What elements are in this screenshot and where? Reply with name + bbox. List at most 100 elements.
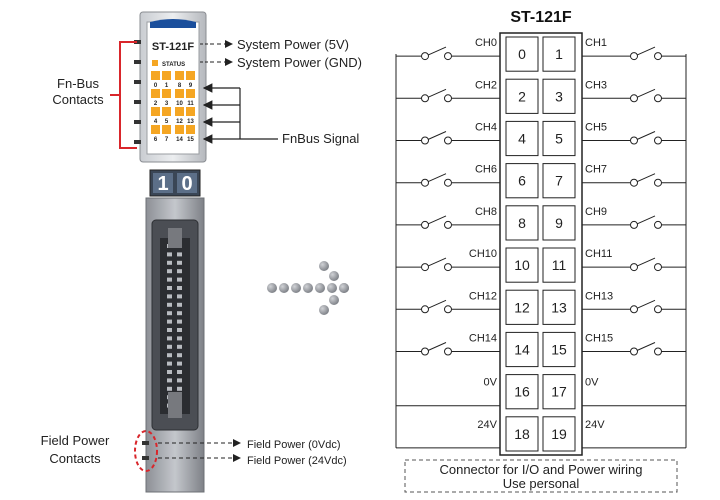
- terminal-number-right: 1: [555, 46, 563, 62]
- socket-pin: [167, 286, 172, 290]
- channel-label-left: 0V: [484, 377, 498, 389]
- socket-pin: [177, 386, 182, 391]
- socket-pin: [167, 370, 172, 374]
- led-indicator: [151, 71, 160, 80]
- field-power-0v-label: Field Power (0Vdc): [247, 439, 341, 451]
- switch-contact: [444, 178, 452, 187]
- switch-contact: [654, 347, 662, 356]
- socket-pin: [167, 269, 172, 274]
- channel-label-right: CH9: [585, 206, 607, 218]
- socket-pin: [167, 260, 172, 265]
- led-number: 11: [187, 101, 194, 107]
- switch-lever: [636, 299, 656, 309]
- terminal-number-left: 6: [518, 173, 526, 189]
- terminal-cell-left: [505, 120, 539, 157]
- led-number: 4: [154, 119, 158, 125]
- switch-contact: [654, 52, 662, 61]
- led-number: 1: [165, 83, 169, 89]
- socket-pin: [177, 344, 182, 349]
- connector-note-line2: Use personal: [503, 476, 580, 491]
- channel-label-right: 0V: [585, 377, 599, 389]
- switch-lever: [636, 131, 656, 140]
- switch-lever: [427, 88, 447, 98]
- terminal-cell-left: [505, 331, 539, 368]
- channel-label-left: CH14: [469, 333, 497, 345]
- switch-contact: [444, 136, 452, 145]
- switch-contact: [421, 136, 429, 145]
- arrow-dot: [279, 283, 289, 293]
- led-number: 6: [154, 137, 158, 143]
- led-indicator: [151, 107, 160, 116]
- led-number: 8: [178, 83, 182, 89]
- connector-note-line1: Connector for I/O and Power wiring: [439, 462, 642, 477]
- connector-frame: [499, 32, 583, 456]
- terminal-cell-right: [542, 120, 576, 157]
- switch-lever: [636, 173, 656, 183]
- terminal-number-right: 17: [551, 384, 567, 400]
- socket-pin: [167, 302, 172, 307]
- led-number: 2: [154, 101, 158, 107]
- terminal-number-left: 4: [518, 131, 526, 147]
- switch-contact: [630, 52, 638, 61]
- terminal-number-left: 10: [514, 257, 530, 273]
- led-number: 3: [165, 101, 169, 107]
- field-power-contacts-label-1: Field Power: [41, 433, 110, 448]
- field-power-contacts-label-2: Contacts: [49, 451, 101, 466]
- switch-contact: [421, 347, 429, 356]
- terminal-number-right: 11: [552, 257, 567, 273]
- terminal-number-left: 8: [518, 215, 526, 231]
- terminal-cell-left: [505, 78, 539, 114]
- connector-note-box: [404, 459, 678, 493]
- channel-label-left: 24V: [477, 419, 497, 431]
- socket-pin: [167, 361, 172, 366]
- led-indicator: [162, 89, 171, 98]
- socket-pin: [177, 260, 182, 265]
- terminal-number-left: 14: [514, 342, 530, 358]
- channel-label-right: CH5: [585, 122, 607, 134]
- switch-contact: [630, 94, 638, 103]
- socket-pin: [167, 294, 172, 299]
- status-led: [152, 60, 158, 66]
- switch-lever: [427, 299, 447, 309]
- terminal-number-right: 7: [555, 173, 563, 189]
- switch-lever: [427, 131, 447, 140]
- socket-pin: [167, 311, 172, 316]
- switch-lever: [427, 257, 447, 267]
- terminal-cell-right: [542, 374, 576, 410]
- channel-label-right: CH1: [585, 37, 607, 49]
- socket-pin: [167, 252, 172, 257]
- socket-pin: [177, 286, 182, 290]
- led-number: 13: [187, 119, 194, 125]
- switch-lever: [427, 173, 447, 183]
- led-indicator: [186, 107, 195, 116]
- socket-latch-bottom: [168, 392, 182, 418]
- channel-label-left: CH8: [475, 206, 497, 218]
- led-indicator: [162, 125, 171, 134]
- terminal-number-right: 9: [555, 215, 563, 231]
- switch-contact: [444, 52, 452, 61]
- channel-label-left: CH0: [475, 37, 497, 49]
- socket-pin: [177, 311, 182, 316]
- socket-pin: [177, 370, 182, 374]
- fnbus-contacts-label-1: Fn-Bus: [57, 76, 99, 91]
- socket-pin: [177, 294, 182, 299]
- socket-pin: [167, 353, 172, 358]
- led-indicator: [175, 125, 184, 134]
- socket-pin: [177, 336, 182, 341]
- socket-pin: [177, 252, 182, 257]
- switch-contact: [654, 220, 662, 229]
- system-power-5v-label: System Power (5V): [237, 37, 349, 52]
- channel-label-right: 24V: [585, 419, 605, 431]
- display-digit-1: 1: [157, 173, 168, 195]
- arrow-dot: [303, 283, 313, 293]
- socket-pins: [160, 228, 190, 418]
- led-indicator: [186, 89, 195, 98]
- led-number: 10: [176, 101, 183, 107]
- terminal-number-left: 12: [514, 299, 530, 315]
- led-number: 15: [187, 137, 194, 143]
- switch-lever: [636, 46, 656, 56]
- field-power-highlight: [134, 430, 158, 472]
